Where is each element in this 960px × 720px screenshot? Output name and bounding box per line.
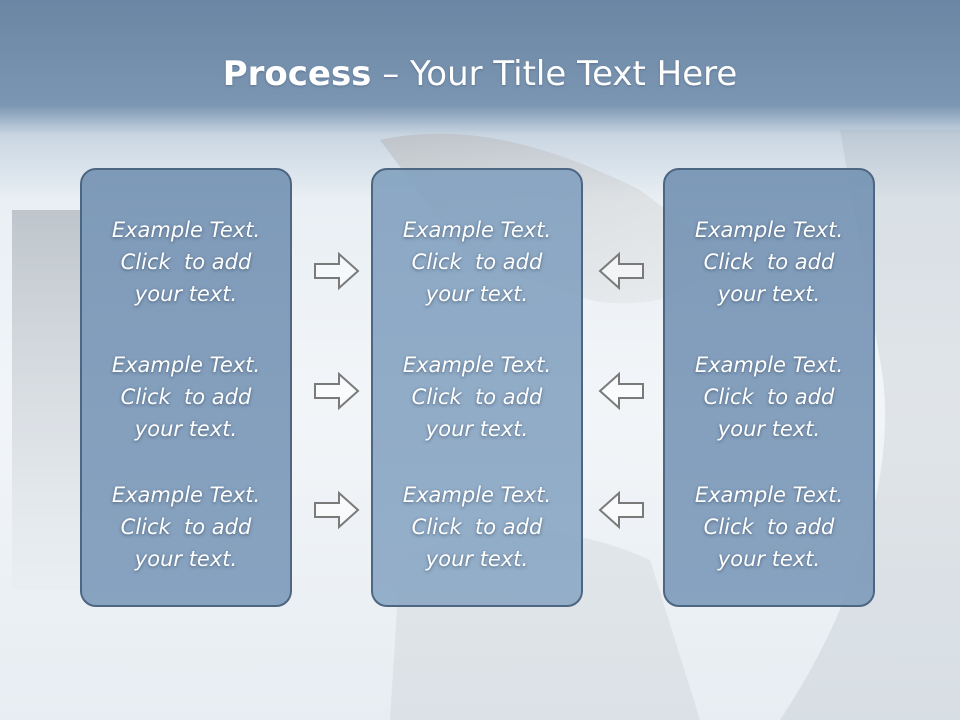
text-block[interactable]: Example Text. Click to add your text. [665, 479, 873, 575]
arrow-right-icon [314, 371, 360, 411]
text-line: your text. [425, 417, 529, 441]
process-box-middle[interactable]: Example Text. Click to add your text. Ex… [371, 168, 583, 607]
text-line: Example Text. [402, 483, 552, 507]
text-line: your text. [134, 547, 238, 571]
text-line: Example Text. [694, 218, 844, 242]
text-line: Click to add [120, 515, 252, 539]
text-line: Example Text. [694, 483, 844, 507]
text-line: Click to add [120, 250, 252, 274]
arrow-right-icon [314, 251, 360, 291]
text-line: Example Text. [111, 353, 261, 377]
text-block[interactable]: Example Text. Click to add your text. [82, 349, 290, 445]
text-line: Click to add [411, 250, 543, 274]
text-line: Click to add [703, 515, 835, 539]
text-line: your text. [717, 417, 821, 441]
text-line: Example Text. [402, 353, 552, 377]
text-line: your text. [134, 417, 238, 441]
text-line: your text. [134, 282, 238, 306]
slide-title[interactable]: Process – Your Title Text Here [0, 52, 960, 96]
text-line: Example Text. [111, 483, 261, 507]
title-bold-part: Process [222, 54, 372, 94]
title-rest-part: – Your Title Text Here [371, 54, 738, 94]
text-block[interactable]: Example Text. Click to add your text. [665, 349, 873, 445]
text-line: your text. [717, 282, 821, 306]
text-block[interactable]: Example Text. Click to add your text. [82, 479, 290, 575]
text-line: Click to add [120, 385, 252, 409]
text-line: your text. [717, 547, 821, 571]
arrow-right-icon [314, 490, 360, 530]
text-block[interactable]: Example Text. Click to add your text. [665, 214, 873, 310]
text-line: Example Text. [694, 353, 844, 377]
text-line: Example Text. [111, 218, 261, 242]
text-line: your text. [425, 282, 529, 306]
text-line: your text. [425, 547, 529, 571]
arrow-left-icon [598, 490, 644, 530]
text-line: Click to add [703, 385, 835, 409]
text-block[interactable]: Example Text. Click to add your text. [82, 214, 290, 310]
text-line: Click to add [411, 385, 543, 409]
text-block[interactable]: Example Text. Click to add your text. [373, 479, 581, 575]
process-box-left[interactable]: Example Text. Click to add your text. Ex… [80, 168, 292, 607]
process-box-right[interactable]: Example Text. Click to add your text. Ex… [663, 168, 875, 607]
text-line: Click to add [703, 250, 835, 274]
arrow-left-icon [598, 371, 644, 411]
text-block[interactable]: Example Text. Click to add your text. [373, 349, 581, 445]
text-line: Click to add [411, 515, 543, 539]
text-block[interactable]: Example Text. Click to add your text. [373, 214, 581, 310]
arrow-left-icon [598, 251, 644, 291]
text-line: Example Text. [402, 218, 552, 242]
